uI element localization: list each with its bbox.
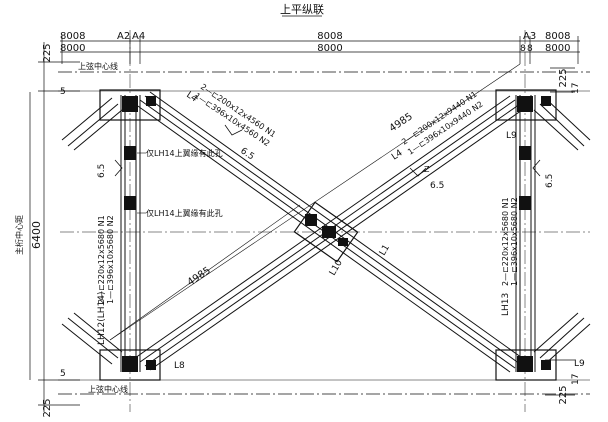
- dim-225-right-bot: 225: [558, 385, 569, 404]
- dim-225-right: 225: [558, 68, 569, 87]
- label-z: Z: [424, 165, 430, 174]
- dim-225-top: 225: [42, 43, 53, 62]
- section-markers: [114, 124, 541, 177]
- centerline-label-bot: 上弦中心线: [88, 384, 128, 394]
- top-dimension-chain: [60, 36, 580, 64]
- label-a2: A2: [117, 31, 130, 42]
- label-6-5-a: 6.5: [238, 146, 255, 162]
- lh12-name: LH12(LH14): [97, 292, 107, 346]
- dim-5-bot: 5: [60, 369, 66, 379]
- note-hole-bot: 仅LH14上翼缘有此孔: [146, 208, 223, 218]
- chord-spacing-label: 主桁中心距: [14, 215, 24, 255]
- right-dimension-chain: [545, 67, 575, 396]
- lh12-spec1: 2—⊏220x12x5680 N1: [97, 215, 106, 304]
- dim-gap-8b: 8: [527, 44, 533, 54]
- vertical-member-right: [515, 95, 536, 372]
- label-l8: L8: [174, 361, 185, 371]
- dim-right-8000: 8000: [545, 43, 570, 54]
- dim-225-bot: 225: [42, 398, 53, 417]
- drawing-title: 上平纵联: [280, 3, 324, 16]
- dim-17-top: 17: [571, 83, 581, 94]
- label-6-5-b: 6.5: [430, 181, 444, 191]
- dim-6400: 6400: [30, 221, 43, 249]
- lh13-spec1: 2—⊏220x12x5680 N1: [501, 197, 510, 286]
- dim-left-8008: 8008: [60, 31, 85, 42]
- lh13-spec2: 1—⊏396x10x5680 N2: [510, 197, 519, 286]
- label-l10: L10: [328, 258, 345, 277]
- dim-mid-8008: 8008: [317, 31, 342, 42]
- label-l9-bot: L9: [574, 359, 585, 369]
- dim-left-8000: 8000: [60, 43, 85, 54]
- lh13-name: LH13: [501, 293, 511, 316]
- dim-line-4985-top: [109, 63, 521, 341]
- label-l1: L1: [378, 243, 392, 257]
- label-6-5-d: 6.5: [545, 174, 555, 188]
- vertical-member-left: [120, 95, 141, 372]
- bolt-clusters: [122, 96, 551, 372]
- dim-17-bot: 17: [571, 374, 581, 385]
- label-a4: A4: [132, 31, 145, 42]
- gusset-plates: [99, 89, 557, 381]
- label-6-5-c: 6.5: [97, 164, 107, 178]
- dim-gap-8: 8: [520, 44, 526, 54]
- centerline-label-top: 上弦中心线: [78, 61, 118, 71]
- label-a3: A3: [523, 31, 536, 42]
- outer-struts: [61, 97, 591, 365]
- note-hole-top: 仅LH14上翼缘有此孔: [146, 148, 223, 158]
- label-l9-top: L9: [506, 131, 517, 141]
- dim-mid-8000: 8000: [317, 43, 342, 54]
- dim-5-top: 5: [60, 87, 66, 97]
- dim-right-8008: 8008: [545, 31, 570, 42]
- lh12-spec2: 1—⊏396x10x5680 N2: [106, 215, 115, 304]
- dim-line-4985-bot: [109, 204, 301, 341]
- dim-4985-bot: 4985: [186, 265, 213, 288]
